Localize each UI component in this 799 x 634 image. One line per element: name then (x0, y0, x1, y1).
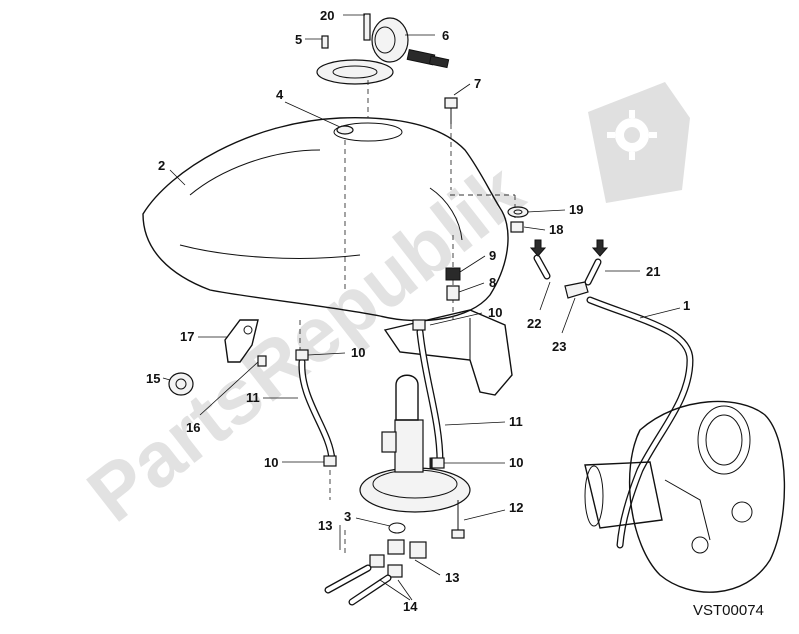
pump-mount-rail (383, 309, 513, 396)
gear-flag-icon (588, 82, 690, 203)
callout-23: 23 (552, 339, 566, 354)
screw-12 (451, 500, 465, 539)
callout-14: 14 (403, 599, 418, 614)
callout-11-b: 11 (509, 414, 523, 429)
callout-10-a: 10 (488, 305, 502, 320)
spacer-8 (446, 285, 460, 301)
arrow-down-icon (591, 239, 609, 257)
callout-3: 3 (344, 509, 351, 524)
callout-18: 18 (549, 222, 563, 237)
bolt-7 (444, 97, 458, 124)
washer-19 (507, 206, 529, 218)
grommet-9 (445, 267, 461, 281)
callouts: 20 5 6 7 4 2 19 18 9 21 8 10 1 22 17 23 … (146, 8, 690, 614)
callout-12: 12 (509, 500, 523, 515)
callout-19: 19 (569, 202, 583, 217)
arrow-down-icon (529, 239, 547, 257)
assembly-guides (299, 80, 516, 555)
callout-8: 8 (489, 275, 496, 290)
callout-4: 4 (276, 87, 284, 102)
callout-20: 20 (320, 8, 334, 23)
callout-11-a: 11 (246, 390, 260, 405)
fuel-pump (359, 374, 471, 513)
hose-1 (586, 296, 694, 549)
engine-housing (584, 400, 786, 593)
callout-13-a: 13 (318, 518, 332, 533)
callout-2: 2 (158, 158, 165, 173)
callout-1: 1 (683, 298, 690, 313)
nut-18 (510, 221, 524, 233)
breather-hoses (533, 254, 602, 299)
callout-9: 9 (489, 248, 496, 263)
callout-5: 5 (295, 32, 302, 47)
callout-6: 6 (442, 28, 449, 43)
watermark-text: PartsRepublik (71, 146, 539, 539)
o-ring-3 (388, 522, 406, 534)
callout-21: 21 (646, 264, 660, 279)
callout-16: 16 (186, 420, 200, 435)
fittings-13 (369, 539, 427, 578)
callout-10-c: 10 (264, 455, 278, 470)
callout-13-b: 13 (445, 570, 459, 585)
drawing-code: VST00074 (693, 602, 764, 619)
callout-10-b: 10 (351, 345, 365, 360)
fuel-tank (142, 117, 509, 322)
callout-17: 17 (180, 329, 194, 344)
bolt-16 (257, 355, 267, 367)
leader-lines (162, 14, 681, 601)
callout-7: 7 (474, 76, 481, 91)
hoses-11 (298, 328, 444, 466)
callout-22: 22 (527, 316, 541, 331)
callout-15: 15 (146, 371, 160, 386)
grommet-15 (168, 372, 194, 396)
callout-10-d: 10 (509, 455, 523, 470)
watermark: PartsRepublik (71, 82, 690, 538)
hoses-14 (324, 564, 392, 606)
bracket-17 (224, 319, 259, 363)
fuel-cap-assembly (316, 13, 450, 85)
